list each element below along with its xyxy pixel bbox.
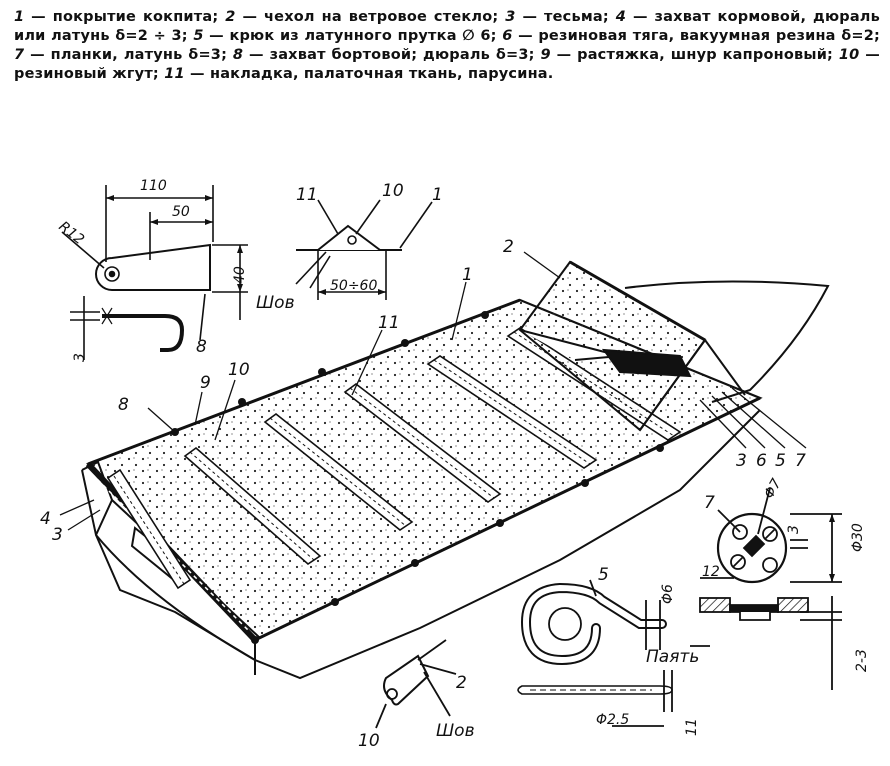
cord-label-10: 10	[358, 731, 380, 751]
caption-item-2: 2 — чехол на ветровое стекло;	[225, 9, 499, 25]
section-label-11: 11	[296, 185, 318, 205]
seam-label-1: Шов	[256, 293, 295, 313]
plate-label-7: 7	[704, 493, 715, 513]
hook-label-5: 5	[598, 565, 609, 585]
dim-2-3: 2-3	[854, 649, 870, 672]
callout-10: 10	[228, 360, 250, 380]
seam-label-2: Шов	[436, 721, 475, 741]
cord-label-2: 2	[456, 673, 467, 693]
dim-11: 11	[684, 718, 700, 736]
dim-3b: 3	[786, 525, 802, 534]
caption-item-7: 7 — планки, латунь δ=3;	[14, 47, 228, 63]
strip-dashes	[113, 331, 675, 585]
dim-50: 50	[172, 204, 190, 220]
dim-phi2-5: Φ2.5	[596, 712, 629, 728]
section-label-1: 1	[432, 185, 443, 205]
callout-9: 9	[200, 373, 211, 393]
caption-item-5: 5 — крюк из латунного прутка ∅ 6;	[193, 28, 497, 44]
caption-item-1: 1 — покрытие кокпита;	[14, 9, 219, 25]
caption-item-9: 9 — растяжка, шнур капроновый;	[540, 47, 834, 63]
arrowheads-clip	[106, 195, 243, 292]
dim-phi30: Φ30	[850, 523, 866, 552]
dim-3: 3	[72, 353, 88, 362]
caption-item-10: 10 — резиновый жгут;	[14, 47, 881, 82]
callout-8: 8	[118, 395, 129, 415]
dim-12: 12	[702, 564, 720, 580]
arrowheads-plate	[829, 514, 835, 582]
callout-2: 2	[503, 237, 514, 257]
callout-3-right: 3	[736, 451, 747, 471]
dim-phi7: Φ7	[761, 476, 785, 501]
windshield-cover	[518, 260, 746, 432]
detail-overlay-section	[295, 199, 433, 300]
callout-3: 3	[52, 525, 63, 545]
detail-plate-7	[699, 487, 842, 690]
dim-50-60: 50÷60	[330, 278, 377, 294]
figure-caption: 1 — покрытие кокпита; 2 — чехол на ветро…	[14, 8, 880, 84]
dim-r12: R12	[56, 219, 88, 249]
detail-hook-profile	[70, 296, 185, 360]
detail-cord-loop	[375, 639, 457, 729]
callout-1: 1	[462, 265, 473, 285]
caption-item-6: 6 — резиновая тяга, вакуумная резина δ=2…	[502, 28, 881, 44]
clip-label-8: 8	[196, 337, 207, 357]
caption-item-4: 4 — захват кормовой, дюраль или латунь δ…	[14, 9, 881, 44]
callout-6: 6	[756, 451, 767, 471]
detail-side-clip	[61, 185, 248, 341]
callout-4: 4	[40, 509, 51, 529]
section-label-10: 10	[382, 181, 404, 201]
dim-40: 40	[232, 266, 248, 284]
callout-11: 11	[378, 313, 400, 333]
dim-110: 110	[140, 178, 167, 194]
arrowheads-overlay	[318, 289, 386, 295]
callout-7-right: 7	[795, 451, 806, 471]
detail-hook-5	[517, 579, 710, 727]
dim-phi6: Φ6	[660, 584, 676, 604]
caption-item-3: 3 — тесьма;	[505, 9, 609, 25]
leader-lines	[59, 251, 807, 531]
caption-item-11: 11 — накладка, палаточная ткань, парусин…	[164, 66, 554, 82]
caption-item-8: 8 — захват бортовой; дюраль δ=3;	[232, 47, 535, 63]
solder-label: Паять	[646, 647, 699, 667]
callout-5-right: 5	[775, 451, 786, 471]
